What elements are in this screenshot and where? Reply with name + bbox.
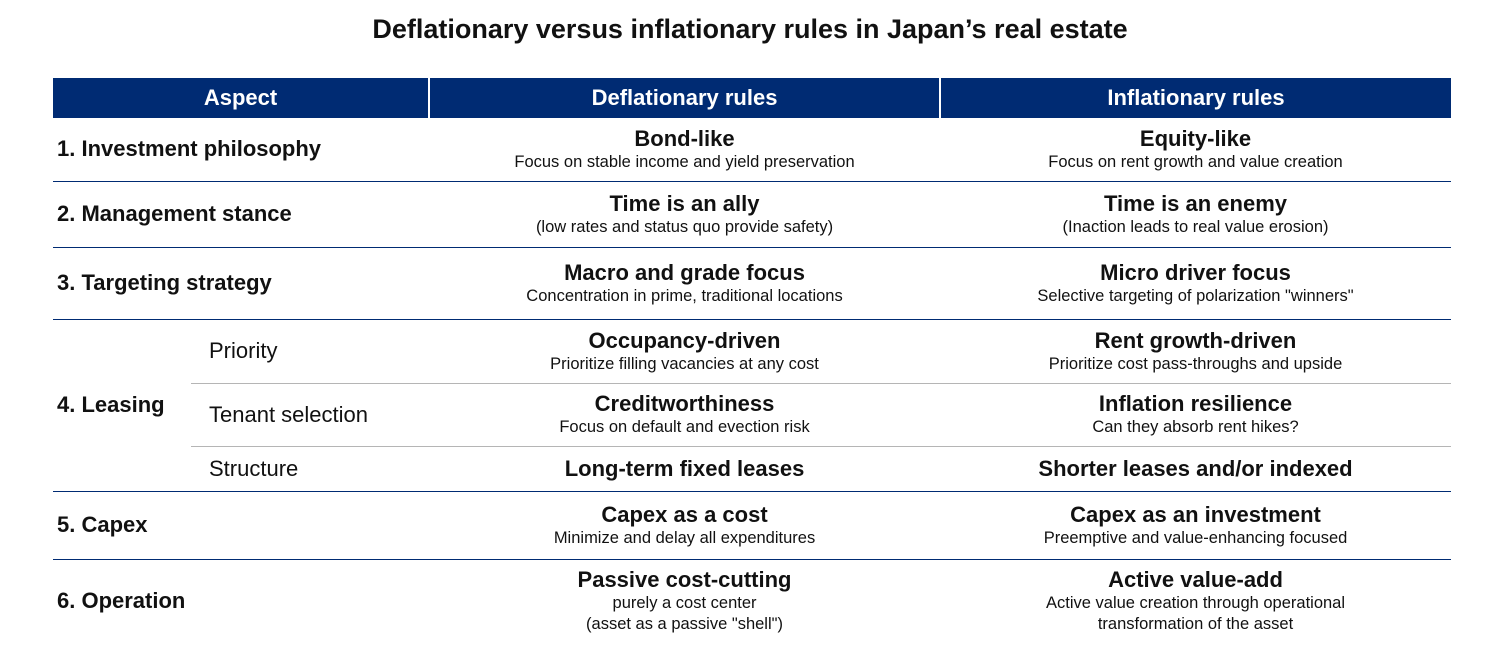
rule-description: Minimize and delay all expenditures bbox=[553, 528, 816, 547]
inflationary-cell: Active value-add Active value creation t… bbox=[940, 558, 1452, 643]
aspect-capex: 5. Capex bbox=[53, 490, 430, 559]
rule-description: Focus on default and evection risk bbox=[559, 418, 810, 436]
rule-description: Active value creation through operationa… bbox=[1046, 594, 1346, 613]
header-inflationary: Inflationary rules bbox=[939, 78, 1452, 118]
rule-title: Equity-like bbox=[1139, 125, 1252, 151]
rule-title: Active value-add bbox=[1108, 567, 1283, 593]
leasing-sub-structure: Structure bbox=[191, 445, 430, 491]
rule-description: Can they absorb rent hikes? bbox=[1092, 418, 1299, 436]
aspect-operation: 6. Operation bbox=[53, 558, 430, 643]
rule-description: (Inaction leads to real value erosion) bbox=[1062, 217, 1329, 236]
inflationary-cell: Inflation resilience Can they absorb ren… bbox=[940, 382, 1452, 446]
comparison-table: Aspect Deflationary rules Inflationary r… bbox=[53, 78, 1452, 643]
deflationary-cell: Passive cost-cutting purely a cost cente… bbox=[429, 558, 941, 643]
deflationary-cell: Creditworthiness Focus on default and ev… bbox=[429, 382, 941, 446]
deflationary-cell: Capex as a cost Minimize and delay all e… bbox=[429, 490, 941, 559]
inflationary-cell: Rent growth-driven Prioritize cost pass-… bbox=[940, 318, 1452, 383]
rule-title: Occupancy-driven bbox=[588, 327, 781, 353]
rule-description: transformation of the asset bbox=[1097, 615, 1294, 634]
rule-title: Long-term fixed leases bbox=[564, 455, 805, 481]
header-aspect: Aspect bbox=[53, 78, 430, 118]
deflationary-cell: Occupancy-driven Prioritize filling vaca… bbox=[429, 318, 941, 383]
table-row: 4. Leasing Priority Occupancy-driven Pri… bbox=[53, 318, 1452, 491]
rule-title: Inflation resilience bbox=[1098, 391, 1293, 416]
rule-description: Focus on rent growth and value creation bbox=[1048, 152, 1343, 171]
table-row: Tenant selection Creditworthiness Focus … bbox=[53, 382, 1452, 446]
rule-description: Concentration in prime, traditional loca… bbox=[526, 286, 843, 305]
rule-title: Macro and grade focus bbox=[564, 259, 805, 285]
inflationary-cell: Equity-like Focus on rent growth and val… bbox=[940, 118, 1451, 181]
rule-description: (asset as a passive "shell") bbox=[586, 615, 783, 634]
rule-title: Capex as an investment bbox=[1070, 501, 1321, 527]
inflationary-cell: Micro driver focus Selective targeting o… bbox=[940, 246, 1452, 319]
rule-title: Time is an enemy bbox=[1104, 190, 1288, 216]
inflationary-cell: Shorter leases and/or indexed bbox=[940, 445, 1452, 491]
rule-description: (low rates and status quo provide safety… bbox=[535, 217, 834, 236]
leasing-sub-priority: Priority bbox=[191, 318, 430, 383]
rule-title: Shorter leases and/or indexed bbox=[1038, 455, 1353, 481]
rule-description: Prioritize cost pass-throughs and upside bbox=[1048, 354, 1343, 373]
rule-description: Focus on stable income and yield preserv… bbox=[514, 152, 855, 171]
rule-description: Prioritize filling vacancies at any cost bbox=[550, 354, 819, 373]
rule-description: purely a cost center bbox=[612, 594, 757, 613]
rule-description: Selective targeting of polarization "win… bbox=[1037, 286, 1354, 305]
rule-title: Bond-like bbox=[634, 125, 735, 151]
aspect-leasing: 4. Leasing bbox=[53, 318, 191, 491]
rule-description: Preemptive and value-enhancing focused bbox=[1043, 528, 1348, 547]
table-row: 5. Capex Capex as a cost Minimize and de… bbox=[53, 490, 1452, 559]
rule-title: Micro driver focus bbox=[1100, 259, 1291, 285]
rule-title: Creditworthiness bbox=[594, 391, 775, 416]
rule-title: Capex as a cost bbox=[601, 501, 768, 527]
aspect-targeting-strategy: 3. Targeting strategy bbox=[53, 246, 430, 319]
table-row: 6. Operation Passive cost-cutting purely… bbox=[53, 558, 1452, 643]
table-row: 1. Investment philosophy Bond-like Focus… bbox=[53, 118, 1451, 181]
page-title: Deflationary versus inflationary rules i… bbox=[372, 14, 1128, 44]
table-row: 3. Targeting strategy Macro and grade fo… bbox=[53, 246, 1452, 319]
inflationary-cell: Time is an enemy (Inaction leads to real… bbox=[940, 180, 1452, 247]
inflationary-cell: Capex as an investment Preemptive and va… bbox=[940, 490, 1452, 559]
leasing-sub-tenant-selection: Tenant selection bbox=[191, 382, 430, 446]
table-row: Structure Long-term fixed leases Shorter… bbox=[53, 445, 1452, 491]
rule-title: Time is an ally bbox=[609, 190, 760, 216]
deflationary-cell: Long-term fixed leases bbox=[429, 445, 941, 491]
header-row: Aspect Deflationary rules Inflationary r… bbox=[53, 78, 1452, 118]
header-deflationary: Deflationary rules bbox=[428, 78, 941, 118]
rule-title: Passive cost-cutting bbox=[577, 567, 792, 593]
table-row: 2. Management stance Time is an ally (lo… bbox=[53, 180, 1452, 247]
rule-title: Rent growth-driven bbox=[1094, 327, 1297, 353]
aspect-management-stance: 2. Management stance bbox=[53, 180, 430, 247]
aspect-investment-philosophy: 1. Investment philosophy bbox=[57, 136, 322, 162]
deflationary-cell: Macro and grade focus Concentration in p… bbox=[429, 246, 941, 319]
deflationary-cell: Bond-like Focus on stable income and yie… bbox=[429, 118, 940, 181]
deflationary-cell: Time is an ally (low rates and status qu… bbox=[429, 180, 941, 247]
